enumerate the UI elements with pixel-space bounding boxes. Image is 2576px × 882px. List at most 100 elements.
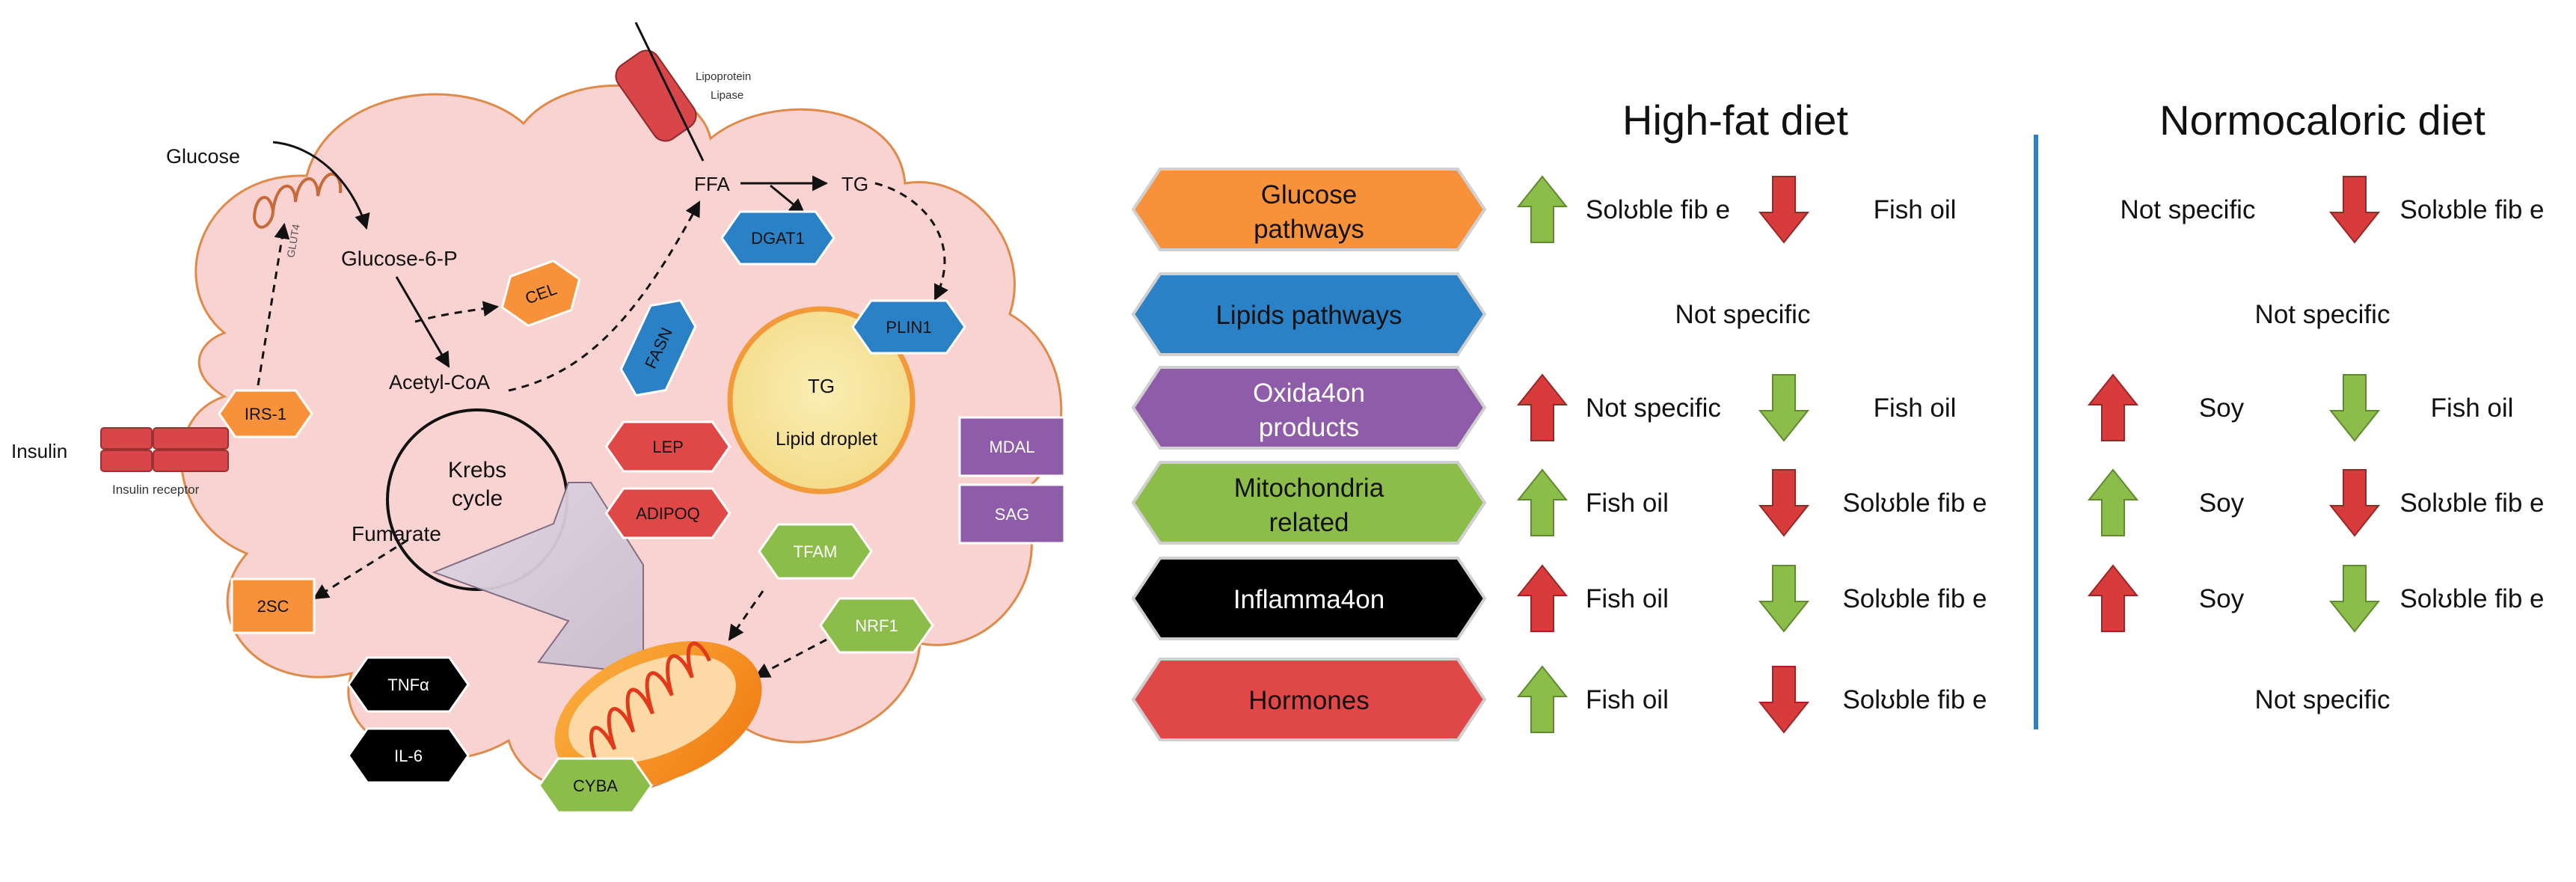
down-arrow-icon xyxy=(2328,565,2381,633)
gene-twosc: 2SC xyxy=(230,578,316,634)
gene-label: MDAL xyxy=(989,438,1034,456)
decrease-label: Solʊble fib e xyxy=(2399,584,2544,613)
normocaloric-cell: Soy Fish oil xyxy=(2087,373,2514,442)
increase-label: Soy xyxy=(2199,584,2245,613)
normocaloric-cell: Not specific xyxy=(2255,300,2391,329)
gene-nrf1: NRF1 xyxy=(819,597,934,654)
category-badge xyxy=(1131,366,1487,450)
gene-fasn: FASN xyxy=(619,298,697,397)
krebs-label-2: cycle xyxy=(452,486,503,511)
category-label: products xyxy=(1259,413,1359,442)
decrease-label: Fish oil xyxy=(1874,393,1957,423)
category-badge xyxy=(1131,557,1487,640)
decrease-label: Solʊble fib e xyxy=(2399,489,2544,518)
category-badge xyxy=(1131,168,1487,251)
effect-label: Not specific xyxy=(2120,195,2256,224)
up-arrow-icon xyxy=(1516,468,1568,536)
gene-label: TNFα xyxy=(387,676,429,694)
category-label: Inflamma4on xyxy=(1233,585,1384,614)
up-arrow-icon xyxy=(2087,373,2139,441)
down-arrow-icon xyxy=(1758,666,1810,734)
droplet-tg-label: TG xyxy=(808,375,835,397)
down-arrow-icon xyxy=(2328,176,2381,244)
down-arrow-icon xyxy=(1758,374,1810,442)
increase-label: Fish oil xyxy=(1586,584,1669,613)
tg-label: TG xyxy=(841,173,868,195)
down-arrow-icon xyxy=(2328,374,2381,442)
increase-label: Soy xyxy=(2199,393,2245,423)
gene-irs1: IRS-1 xyxy=(218,389,313,438)
down-arrow-icon xyxy=(1758,565,1810,633)
category-label: Lipids pathways xyxy=(1215,301,1402,330)
decrease-label: Solʊble fib e xyxy=(1842,584,1987,613)
high-fat-cell: Not specific xyxy=(1675,300,1811,329)
normocaloric-cell: Not specific Solʊble fib e xyxy=(2120,176,2545,244)
normocaloric-diet-header: Normocaloric diet xyxy=(2159,97,2485,144)
mitochondrion-icon xyxy=(554,640,762,788)
up-arrow-icon xyxy=(1516,175,1568,243)
up-arrow-icon xyxy=(2087,468,2139,536)
category-label: related xyxy=(1269,508,1349,537)
glucose-6-p-label: Glucose-6-P xyxy=(341,247,458,270)
insulin-label: Insulin xyxy=(11,440,67,462)
gene-sag: SAG xyxy=(958,483,1066,545)
high-fat-diet-header: High-fat diet xyxy=(1622,97,1848,144)
effect-label: Not specific xyxy=(2255,685,2391,714)
pathway-arrows xyxy=(272,141,829,368)
high-fat-cell: Fish oil Solʊble fib e xyxy=(1516,564,1987,633)
increase-label: Not specific xyxy=(1586,393,1721,423)
category-label: Glucose xyxy=(1261,180,1357,209)
gene-label: DGAT1 xyxy=(751,229,805,248)
lipoprotein-lipase: Lipoprotein Lipase xyxy=(615,22,751,162)
dashed-arrows xyxy=(257,182,948,679)
normocaloric-cell: Soy Solʊble fib e xyxy=(2087,468,2545,537)
gene-label: SAG xyxy=(995,505,1029,524)
category-badge xyxy=(1131,272,1487,356)
gene-mdal: MDAL xyxy=(958,416,1066,477)
big-arrow-icon xyxy=(432,482,644,675)
decrease-label: Solʊble fib e xyxy=(2399,195,2544,224)
gene-label: NRF1 xyxy=(855,616,898,635)
gene-label: PLIN1 xyxy=(886,318,931,337)
gene-dgat1: DGAT1 xyxy=(720,210,835,266)
gene-label: IRS-1 xyxy=(245,405,286,423)
lipoprotein-label-2: Lipase xyxy=(711,89,743,102)
insulin-receptor: Insulin Insulin receptor xyxy=(11,427,229,497)
gene-label: ADIPOQ xyxy=(636,504,700,523)
category-label: Hormones xyxy=(1248,686,1369,715)
gene-tnfa: TNFα xyxy=(347,656,470,713)
gene-label: CYBA xyxy=(573,777,618,795)
gene-label: TFAM xyxy=(794,542,838,561)
gene-label: 2SC xyxy=(257,597,289,616)
increase-label: Fish oil xyxy=(1586,685,1669,714)
increase-label: Soy xyxy=(2199,489,2245,518)
decrease-label: Fish oil xyxy=(1874,195,1957,224)
gene-label: IL-6 xyxy=(394,747,423,765)
lipoprotein-label-1: Lipoprotein xyxy=(696,70,751,83)
gene-lep: LEP xyxy=(604,420,732,473)
category-row: Lipids pathways xyxy=(1131,272,1487,356)
lipid-droplet: TG Lipid droplet xyxy=(727,306,916,494)
gene-il6: IL-6 xyxy=(347,727,470,784)
increase-label: Solʊble fib e xyxy=(1586,195,1730,224)
decrease-label: Solʊble fib e xyxy=(1842,489,1987,518)
up-arrow-icon xyxy=(1516,373,1568,441)
insulin-receptor-label: Insulin receptor xyxy=(112,483,200,497)
gene-tfam: TFAM xyxy=(758,523,873,580)
up-arrow-icon xyxy=(1516,564,1568,632)
gene-adipoq: ADIPOQ xyxy=(604,487,732,539)
category-row: Hormones xyxy=(1131,658,1487,741)
gene-cyba: CYBA xyxy=(538,757,653,814)
decrease-label: Fish oil xyxy=(2431,393,2514,423)
category-row: Inflamma4on xyxy=(1131,557,1487,640)
category-badge xyxy=(1131,461,1487,545)
down-arrow-icon xyxy=(1758,469,1810,537)
